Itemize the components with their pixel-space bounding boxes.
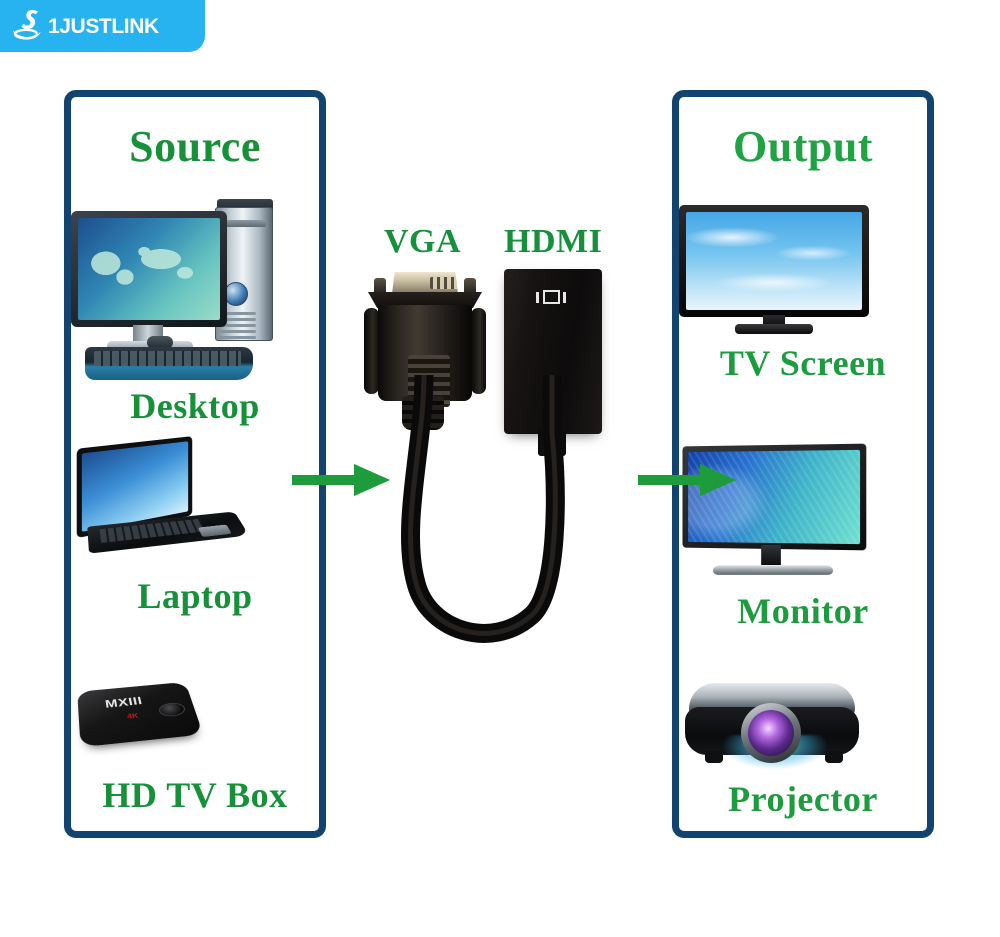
arrow-adapter-to-output-icon: [638, 464, 736, 496]
output-item-tv-screen: TV Screen: [679, 205, 927, 381]
flat-tv-icon: [679, 205, 927, 337]
desktop-computer-icon: [71, 197, 319, 382]
monitor-label: Monitor: [737, 591, 869, 631]
vga-to-hdmi-adapter: VGA HDMI: [352, 225, 652, 670]
brand-logo-badge: 1JUSTLINK: [0, 0, 205, 52]
tv-box-4k-badge: 4K: [126, 711, 140, 721]
arrow-source-to-adapter-icon: [292, 464, 390, 496]
projector-icon: [679, 679, 927, 775]
hdmi-port-icon: [536, 289, 566, 305]
source-panel: Source Desktop: [64, 90, 326, 838]
source-item-desktop: Desktop: [71, 197, 319, 424]
output-item-projector: Projector: [679, 679, 927, 817]
source-item-laptop: Laptop: [71, 436, 319, 616]
projector-label: Projector: [728, 779, 878, 819]
laptop-icon: [71, 436, 319, 562]
output-panel: Output TV Screen Monitor: [672, 90, 934, 838]
cable-loop-icon: [401, 375, 565, 643]
tv-box-icon: MXIII 4K: [71, 667, 319, 767]
hdmi-label: HDMI: [504, 223, 603, 260]
output-item-monitor: Monitor: [679, 443, 927, 631]
source-item-tv-box: MXIII 4K HD TV Box: [71, 667, 319, 813]
output-panel-title: Output: [733, 122, 873, 171]
tv-screen-label: TV Screen: [719, 343, 887, 383]
source-panel-title: Source: [129, 122, 261, 171]
swoosh-j-icon: [13, 10, 41, 40]
desktop-label: Desktop: [130, 386, 260, 426]
brand-name: 1JUSTLINK: [48, 14, 159, 38]
hd-tv-box-label: HD TV Box: [102, 775, 288, 815]
laptop-label: Laptop: [137, 576, 253, 616]
vga-label: VGA: [384, 223, 462, 260]
